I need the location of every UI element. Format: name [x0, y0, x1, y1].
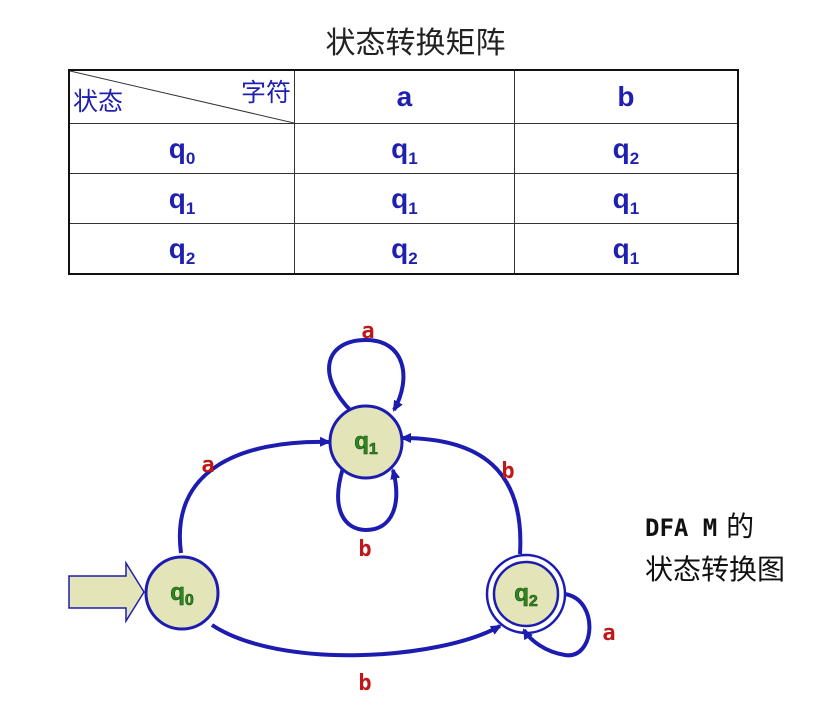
state-subscript: 1 [408, 198, 418, 218]
caption-suffix: 的 [726, 510, 755, 543]
matrix-corner-cell: 状态 字符 [68, 69, 295, 124]
start-arrow [68, 560, 145, 624]
matrix-row: q1 q1 q1 [68, 173, 739, 224]
svg-text:q1: q1 [354, 428, 378, 458]
edge-label: a [361, 319, 374, 344]
state-node-q2: q2 [485, 553, 567, 635]
transition-cell-a: q1 [294, 173, 515, 224]
edge-q2-q1-b [400, 433, 523, 555]
state-subscript: 2 [408, 248, 418, 268]
matrix-header-row: 状态 字符 a b [68, 69, 739, 124]
state-cell: q0 [68, 123, 295, 174]
state-subscript: 2 [529, 593, 538, 610]
state-base: q [391, 182, 409, 214]
column-header-b: b [513, 69, 739, 124]
edge-label: b [358, 671, 371, 696]
state-base: q [168, 182, 186, 214]
transition-cell-a: q2 [294, 223, 515, 275]
edge-q0-q1-a [177, 436, 331, 554]
caption-line-1: DFA M 的 [645, 506, 785, 549]
state-subscript: 1 [629, 248, 640, 268]
state-subscript: 2 [629, 148, 640, 168]
matrix-title: 状态转换矩阵 [325, 26, 506, 61]
state-subscript: 0 [185, 148, 196, 168]
state-subscript: 1 [629, 198, 640, 218]
edge-label: a [201, 453, 214, 478]
transition-cell-b: q1 [513, 173, 739, 224]
state-subscript: 2 [185, 248, 196, 268]
caption-dfa-name: DFA M [645, 514, 718, 542]
state-base: q [612, 132, 630, 164]
state-subscript: 0 [185, 592, 194, 609]
row-header-label: 状态 [73, 87, 124, 116]
matrix-row: q0 q1 q2 [68, 123, 739, 174]
column-header-label: 字符 [240, 78, 291, 107]
state-base: q [168, 232, 186, 264]
edge-label: b [501, 459, 514, 484]
state-base: q [612, 182, 630, 214]
state-subscript: 1 [185, 198, 196, 218]
state-node-q1: q1 [328, 404, 404, 480]
transition-matrix: 状态 字符 a b q0 q1 q2 q1 q1 q1 q2 q2 q1 [68, 69, 739, 275]
matrix-row: q2 q2 q1 [68, 223, 739, 275]
svg-text:q2: q2 [514, 580, 538, 610]
state-base: q [391, 232, 409, 264]
state-base: q [354, 428, 369, 455]
edge-q1-q1-a [327, 337, 406, 414]
edge-q2-q2-a [522, 592, 592, 658]
state-base: q [170, 579, 185, 606]
transition-cell-a: q1 [294, 123, 515, 174]
state-base: q [168, 132, 186, 164]
state-cell: q2 [68, 223, 295, 275]
state-base: q [612, 232, 630, 264]
transition-cell-b: q1 [513, 223, 739, 275]
state-cell: q1 [68, 173, 295, 224]
caption-line-2: 状态转换图 [645, 553, 786, 586]
edge-label: b [358, 537, 371, 562]
edge-q0-q2-b [210, 623, 502, 658]
edge-label: a [602, 621, 615, 646]
state-node-q0: q0 [144, 555, 220, 631]
state-subscript: 1 [408, 148, 418, 168]
diagram-caption: DFA M 的 状态转换图 [645, 506, 785, 591]
state-base: q [514, 580, 529, 607]
svg-text:q0: q0 [170, 579, 194, 609]
edge-q1-q1-b [336, 467, 401, 533]
corner-diagonal [70, 71, 294, 123]
state-subscript: 1 [369, 441, 378, 458]
state-base: q [391, 132, 409, 164]
